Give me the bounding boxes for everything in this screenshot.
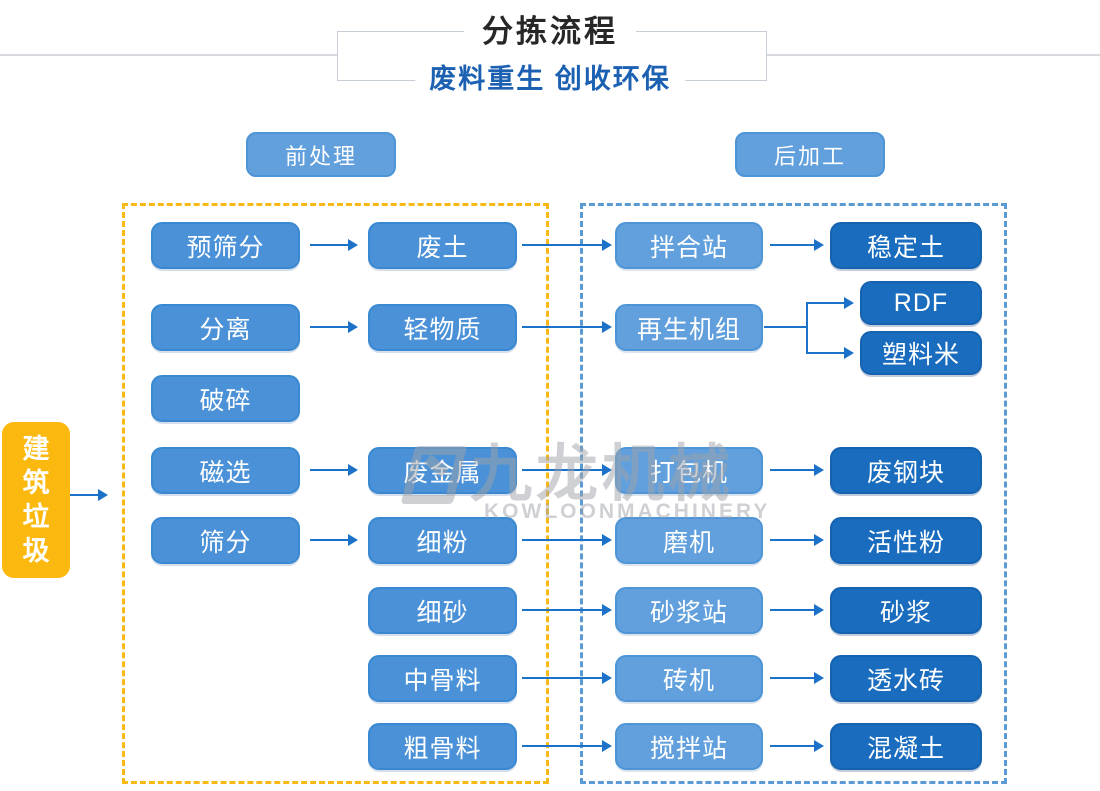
arrow-mill-to-active-powder	[770, 534, 824, 546]
node-concrete: 混凝土	[830, 723, 982, 770]
node-medium-aggregate: 中骨料	[368, 655, 517, 702]
node-active-powder: 活性粉	[830, 517, 982, 564]
arrow-baler-to-scrap-steel-block	[770, 464, 824, 476]
node-scrap-steel-block: 废钢块	[830, 447, 982, 494]
node-pre-screening: 预筛分	[151, 222, 300, 269]
node-plastic-pellets: 塑料米	[860, 331, 982, 375]
pre-processing-area	[122, 203, 549, 784]
node-separation: 分离	[151, 304, 300, 351]
construction-waste-label: 建筑垃圾	[22, 434, 50, 566]
arrow-scrap-metal-to-baler	[522, 464, 612, 476]
arrow-waste-soil-to-mixing-plant	[522, 239, 612, 251]
arrow-mortar-station-to-mortar	[770, 604, 824, 616]
node-permeable-brick: 透水砖	[830, 655, 982, 702]
arrow-light-material-to-regeneration-unit	[522, 321, 612, 333]
node-mill: 磨机	[615, 517, 763, 564]
node-screening: 筛分	[151, 517, 300, 564]
post-processing-label: 后加工	[735, 132, 885, 177]
node-light-material: 轻物质	[368, 304, 517, 351]
arrow-agitating-station-to-concrete	[770, 740, 824, 752]
arrow-separation-to-light-material	[310, 321, 358, 333]
branch-line-regeneration-unit	[764, 326, 808, 328]
pre-processing-label: 前处理	[246, 132, 396, 177]
arrow-regeneration-unit-to-plastic-pellets	[806, 347, 854, 359]
arrow-regeneration-unit-to-rdf	[806, 297, 854, 309]
node-fine-sand: 细砂	[368, 587, 517, 634]
node-fine-powder: 细粉	[368, 517, 517, 564]
node-crushing: 破碎	[151, 375, 300, 422]
arrow-medium-aggregate-to-brick-machine	[522, 672, 612, 684]
node-regeneration-unit: 再生机组	[615, 304, 763, 351]
node-mixing-plant: 拌合站	[615, 222, 763, 269]
node-coarse-aggregate: 粗骨料	[368, 723, 517, 770]
arrow-mixing-plant-to-stabilized-soil	[770, 239, 824, 251]
node-baler: 打包机	[615, 447, 763, 494]
arrow-fine-powder-to-mill	[522, 534, 612, 546]
post-processing-area	[580, 203, 1007, 784]
arrow-construction-waste-to-pre-area	[56, 489, 108, 501]
arrow-screening-to-fine-powder	[310, 534, 358, 546]
page-subtitle: 废料重生 创收环保	[415, 60, 685, 98]
branch-vertical-line	[806, 302, 808, 354]
node-brick-machine: 砖机	[615, 655, 763, 702]
node-construction-waste: 建筑垃圾	[2, 422, 70, 578]
node-rdf: RDF	[860, 281, 982, 325]
arrow-magnetic-separation-to-scrap-metal	[310, 464, 358, 476]
node-scrap-metal: 废金属	[368, 447, 517, 494]
arrow-fine-sand-to-mortar-station	[522, 604, 612, 616]
arrow-coarse-aggregate-to-agitating-station	[522, 740, 612, 752]
node-agitating-station: 搅拌站	[615, 723, 763, 770]
node-magnetic-separation: 磁选	[151, 447, 300, 494]
node-stabilized-soil: 稳定土	[830, 222, 982, 269]
arrow-brick-machine-to-permeable-brick	[770, 672, 824, 684]
arrow-pre-screening-to-waste-soil	[310, 239, 358, 251]
node-mortar-station: 砂浆站	[615, 587, 763, 634]
node-waste-soil: 废土	[368, 222, 517, 269]
page-title: 分拣流程	[464, 11, 636, 53]
node-mortar: 砂浆	[830, 587, 982, 634]
